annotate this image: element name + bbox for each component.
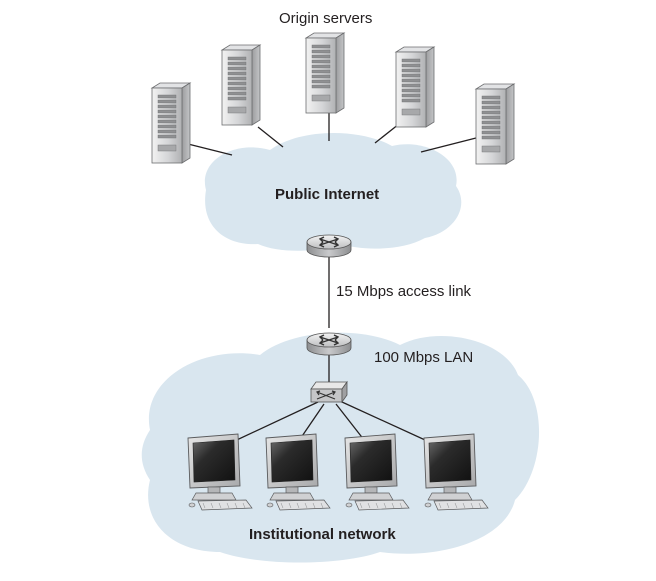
origin-server-2[interactable]	[220, 44, 262, 126]
link-server-1	[187, 143, 233, 156]
origin-servers	[150, 32, 516, 165]
link-server-5	[420, 137, 477, 153]
lan-label: 100 Mbps LAN	[374, 349, 474, 366]
origin-servers-label: Origin servers	[279, 10, 373, 27]
link-server-4	[374, 123, 400, 144]
switch-top	[310, 381, 348, 390]
switch-arrows-icon	[316, 390, 336, 400]
public-internet-cloud	[204, 132, 462, 251]
access-link-label: 15 Mbps access link	[336, 283, 472, 300]
router-icon	[306, 332, 352, 356]
router-icon	[306, 234, 352, 258]
lan-switch[interactable]	[310, 380, 348, 404]
institutional-network-label: Institutional network	[249, 526, 396, 543]
origin-server-4[interactable]	[394, 46, 436, 128]
desktop-computer-icon	[265, 433, 331, 511]
link-host-4	[341, 401, 437, 446]
server-tower-icon	[474, 83, 516, 165]
host-computer-3[interactable]	[344, 433, 410, 511]
server-tower-icon	[150, 82, 192, 164]
origin-server-3[interactable]	[304, 32, 346, 114]
server-tower-icon	[394, 46, 436, 128]
desktop-computer-icon	[344, 433, 410, 511]
public-internet-label: Public Internet	[275, 186, 380, 203]
desktop-computer-icon	[187, 433, 253, 511]
server-tower-icon	[304, 32, 346, 114]
institutional-hosts	[187, 433, 489, 511]
server-tower-icon	[220, 44, 262, 126]
switch-side	[341, 380, 348, 404]
desktop-computer-icon	[423, 433, 489, 511]
origin-server-5[interactable]	[474, 83, 516, 165]
host-computer-4[interactable]	[423, 433, 489, 511]
origin-server-1[interactable]	[150, 82, 192, 164]
host-computer-2[interactable]	[265, 433, 331, 511]
link-server-2	[257, 126, 284, 148]
host-computer-1[interactable]	[187, 433, 253, 511]
internet-edge-router[interactable]	[306, 234, 352, 258]
link-host-1	[225, 401, 319, 446]
institutional-router[interactable]	[306, 332, 352, 356]
server-links	[187, 113, 477, 156]
